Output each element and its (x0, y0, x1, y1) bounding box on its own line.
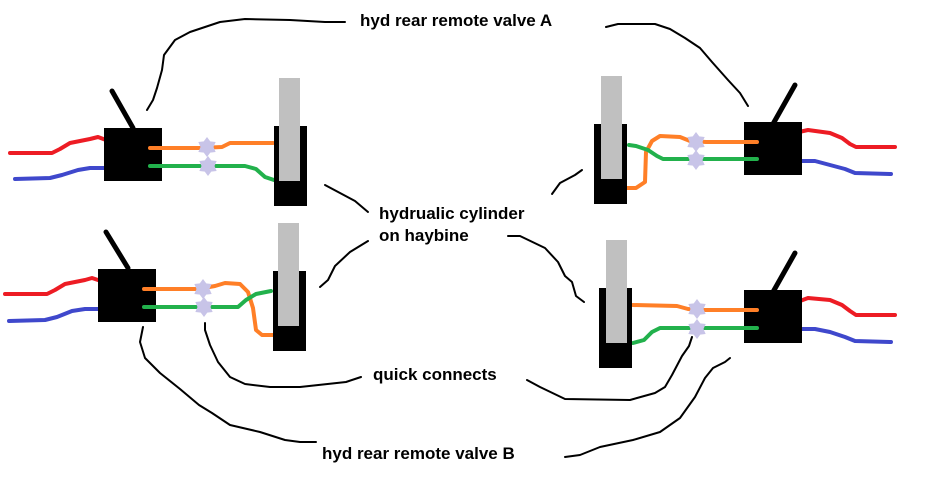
coupler-star-icon (688, 319, 706, 339)
leader-valve-b-left (139, 326, 317, 443)
coupler-star-icon (194, 279, 212, 299)
coupler-star-icon (687, 132, 705, 152)
cylinder-rod (601, 76, 622, 179)
wire-red (797, 128, 897, 149)
remote-valve-body (744, 122, 802, 175)
leader-valve-a-right (605, 23, 749, 107)
wire-blue (796, 159, 893, 176)
quick-connect-coupler (687, 150, 705, 170)
remote-valve-body (744, 290, 802, 343)
leader-quick-connects-right (526, 336, 693, 401)
label-cylinder-line1: hydrualic cylinder (379, 204, 525, 223)
wire-blue (13, 166, 109, 181)
valve-lever (109, 88, 136, 131)
coupler-star-icon (199, 156, 217, 176)
label-valve-b: hyd rear remote valve B (322, 444, 515, 463)
assembly-bottom-left (3, 223, 306, 351)
leader-cylinder-bottom-right (507, 235, 585, 303)
quick-connect-coupler (195, 297, 213, 317)
wire-orange (631, 303, 759, 312)
wire-blue (7, 307, 104, 323)
valve-lever (770, 82, 798, 127)
leader-lines (139, 18, 749, 458)
cylinder-rod (606, 240, 627, 343)
coupler-star-icon (687, 150, 705, 170)
leader-cylinder-top-right (551, 169, 583, 195)
valve-lever (770, 250, 798, 295)
leader-quick-connects-left (204, 322, 362, 388)
wire-red (3, 276, 103, 296)
coupler-star-icon (688, 299, 706, 319)
coupler-star-icon (195, 297, 213, 317)
remote-valve-body (98, 269, 156, 322)
wire-green (631, 326, 759, 345)
quick-connect-coupler (688, 299, 706, 319)
label-valve-a: hyd rear remote valve A (360, 11, 553, 30)
cylinder-rod (279, 78, 300, 181)
quick-connect-coupler (199, 156, 217, 176)
cylinder-rod (278, 223, 299, 326)
quick-connect-coupler (194, 279, 212, 299)
wire-blue (796, 327, 893, 344)
valve-lever (103, 229, 131, 271)
quick-connect-coupler (688, 319, 706, 339)
label-hydraulic-cylinder: hydrualic cylinder on haybine (379, 203, 525, 247)
label-quick-connects: quick connects (373, 365, 497, 384)
wire-red (8, 135, 108, 155)
wire-red (798, 296, 897, 317)
leader-valve-a-left (146, 18, 346, 111)
leader-cylinder-top-left (324, 184, 369, 213)
label-cylinder-line2: on haybine (379, 226, 469, 245)
quick-connect-coupler (198, 137, 216, 157)
coupler-star-icon (198, 137, 216, 157)
wire-orange (148, 141, 275, 150)
leader-cylinder-bottom-left (319, 240, 369, 288)
remote-valve-body (104, 128, 162, 181)
quick-connect-coupler (687, 132, 705, 152)
leader-valve-b-right (564, 357, 731, 458)
wire-green (627, 143, 759, 161)
assembly-top-right (594, 76, 897, 204)
assembly-bottom-right (599, 240, 897, 368)
assembly-top-left (8, 78, 307, 206)
